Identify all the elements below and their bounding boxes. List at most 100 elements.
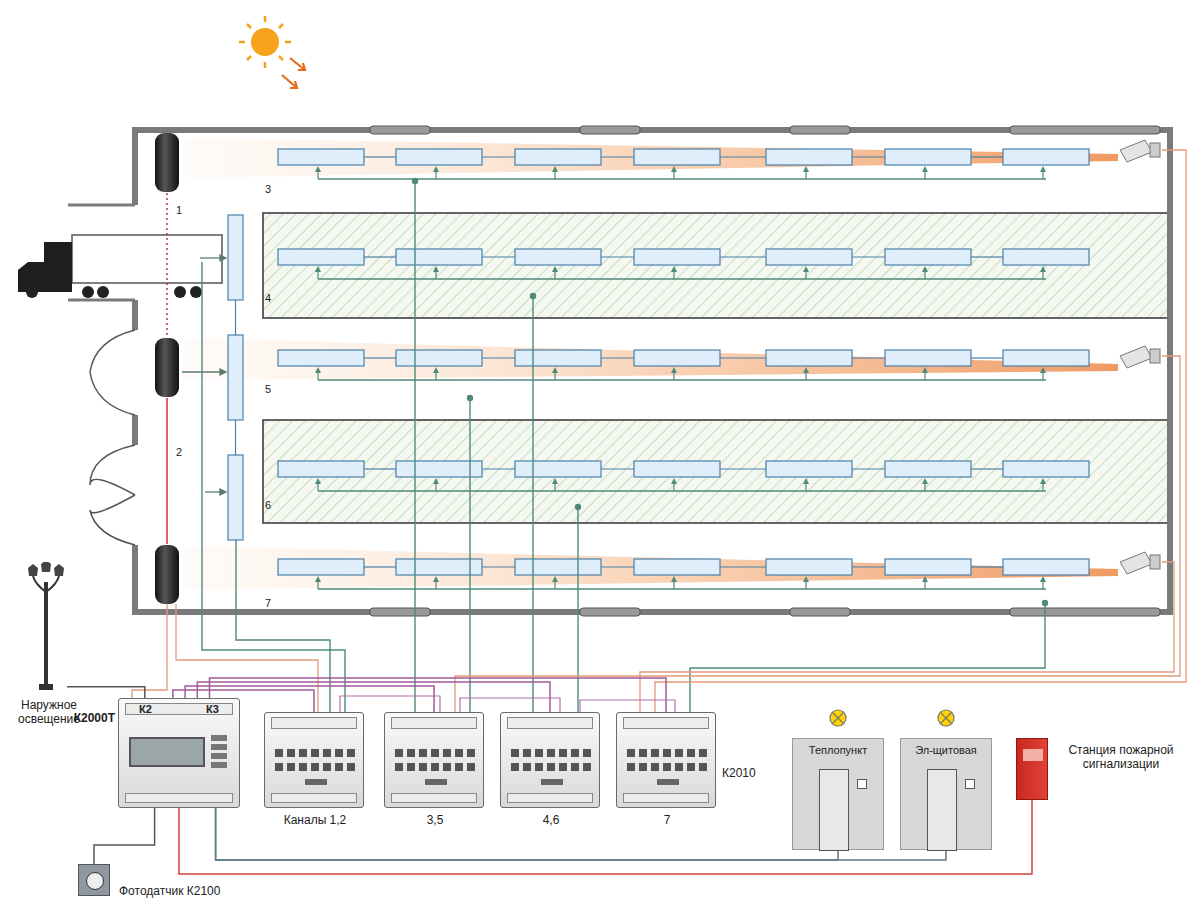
lamp <box>885 461 971 477</box>
lamp-arm <box>33 576 59 592</box>
lamp <box>515 350 601 366</box>
led <box>455 763 463 771</box>
lamp-link <box>852 156 885 157</box>
presence-sensor <box>166 193 168 337</box>
arrow-head <box>1040 576 1046 582</box>
led <box>547 749 555 757</box>
lamp <box>396 249 482 265</box>
lamp <box>1003 249 1089 265</box>
lamp-link <box>364 357 396 358</box>
node-label: Теплопункт <box>793 739 883 757</box>
lamp-link <box>852 256 885 257</box>
led <box>651 749 659 757</box>
window <box>370 126 1160 616</box>
indicator-bulb <box>830 710 954 726</box>
relay-module: 7 <box>616 712 716 808</box>
arrow-head <box>922 166 928 172</box>
lamp <box>1003 350 1089 366</box>
arrow-head <box>552 576 558 582</box>
lamp-link <box>364 566 396 567</box>
sensor-wire <box>455 356 1180 712</box>
sun-icon <box>251 28 279 56</box>
led <box>443 763 451 771</box>
lamp-link <box>971 156 1003 157</box>
lamp-row <box>278 149 1089 589</box>
terminal-strip <box>623 717 709 729</box>
lamp <box>278 149 364 165</box>
lamp <box>885 559 971 575</box>
bus-wire <box>460 698 560 712</box>
led <box>663 749 671 757</box>
arrow-head <box>671 576 677 582</box>
camera-sensor <box>1120 346 1152 368</box>
lamp <box>515 249 601 265</box>
callout-number: 1 <box>176 204 182 217</box>
arrow-head <box>433 367 439 373</box>
led <box>347 749 355 757</box>
building-wall <box>132 300 138 445</box>
lamp-link <box>852 468 885 469</box>
loading-lamp <box>235 300 236 335</box>
lamp <box>396 149 482 165</box>
street-lamp-icon <box>25 562 67 692</box>
relay-module: 4,6 <box>500 712 600 808</box>
truck <box>97 286 109 298</box>
window <box>580 608 640 616</box>
arrow-head <box>671 166 677 172</box>
led <box>323 749 331 757</box>
lamp <box>634 149 720 165</box>
presence-sensor <box>155 545 179 604</box>
lamp <box>634 461 720 477</box>
lamp-link <box>720 468 766 469</box>
truck <box>18 235 222 298</box>
truck <box>26 286 38 298</box>
lamp <box>885 249 971 265</box>
bus-wire <box>340 696 440 712</box>
arrow-head <box>552 266 558 272</box>
lamp <box>634 350 720 366</box>
led <box>559 749 567 757</box>
switch <box>657 779 679 785</box>
device-name: К2010 <box>722 766 756 780</box>
lamp <box>396 461 482 477</box>
control-wire <box>690 603 1045 712</box>
room-door: Теплопункт <box>792 738 884 850</box>
window <box>790 126 850 134</box>
arrow-head <box>922 367 928 373</box>
sun-icon <box>285 41 291 44</box>
led <box>571 763 579 771</box>
arrow-head <box>671 367 677 373</box>
row-bus <box>318 588 1046 589</box>
lamp <box>634 559 720 575</box>
street-lamp: Наружное освещение <box>25 562 67 692</box>
lamp-link <box>482 156 515 157</box>
arrow-head <box>803 166 809 172</box>
window <box>370 608 430 616</box>
daylight-band <box>185 338 1118 380</box>
led <box>511 749 519 757</box>
sensor-wire <box>655 150 1186 712</box>
led <box>535 763 543 771</box>
daylight-band <box>185 546 1118 590</box>
lamp <box>515 461 601 477</box>
arrow-head <box>433 576 439 582</box>
lamp-link <box>720 156 766 157</box>
led <box>419 749 427 757</box>
led <box>523 763 531 771</box>
led <box>663 763 671 771</box>
lamp-link <box>971 566 1003 567</box>
row-bus <box>318 379 1046 380</box>
pole-base <box>39 684 53 690</box>
control-wire <box>1043 601 1048 606</box>
camera-sensor <box>1150 143 1160 157</box>
building-wall <box>135 130 1170 612</box>
sun-icon <box>239 16 291 68</box>
callout-number: 4 <box>265 292 271 305</box>
sensor-wire <box>640 562 1174 712</box>
lamp-link <box>601 566 634 567</box>
lantern <box>41 562 51 572</box>
led <box>467 763 475 771</box>
door <box>819 769 849 851</box>
arrow-head <box>1040 166 1046 172</box>
node-label: 7 <box>617 813 717 827</box>
